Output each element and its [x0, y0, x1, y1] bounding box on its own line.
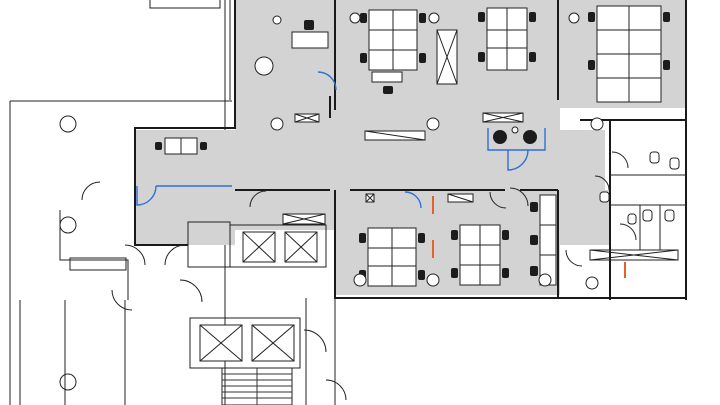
desk-cluster-north-3 [568, 5, 670, 103]
private-office-desk [254, 15, 329, 76]
meeting-table [436, 29, 458, 85]
building-outline [9, 0, 232, 405]
staircase [221, 367, 293, 405]
south-corridor-features [249, 187, 599, 290]
desk-cluster-south-2 [451, 224, 509, 286]
desk-cluster-south-3 [530, 194, 557, 286]
toilet-block [565, 151, 686, 278]
service-rooms [19, 181, 347, 405]
desk-cluster-north-1 [349, 9, 440, 94]
corridor-features [270, 112, 604, 171]
desk-cluster-north-2 [478, 7, 536, 71]
west-office [136, 71, 337, 206]
